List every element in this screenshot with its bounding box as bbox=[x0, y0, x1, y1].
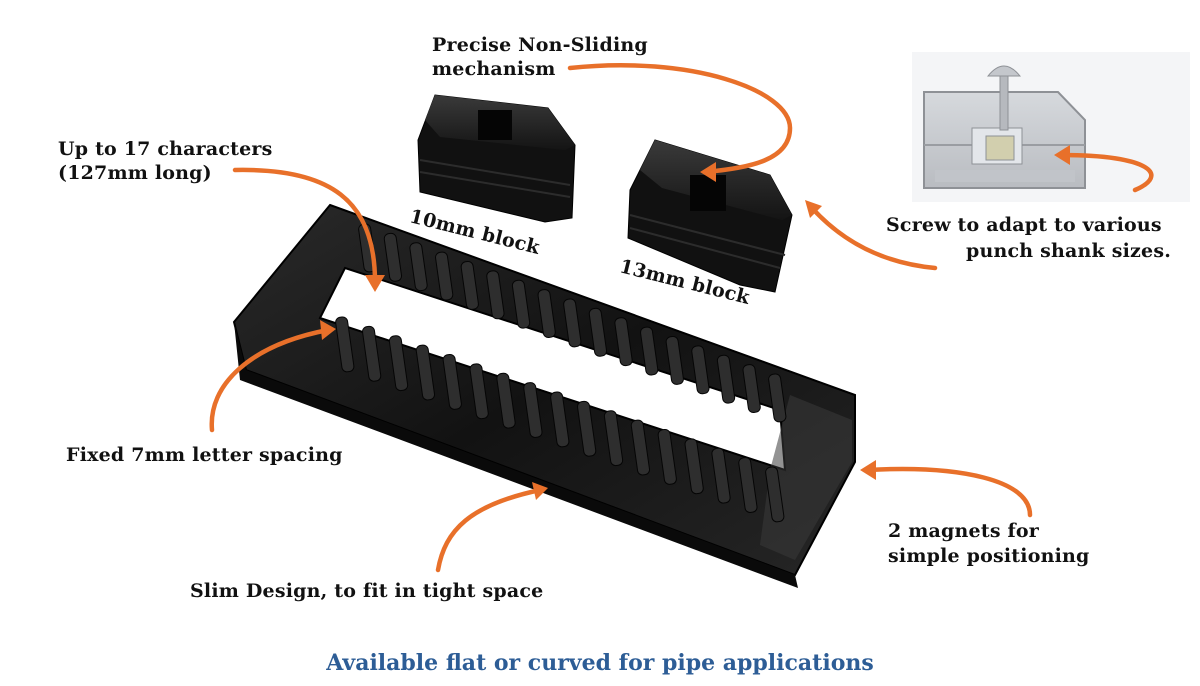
slot-tooth bbox=[435, 251, 454, 301]
block-10mm bbox=[417, 94, 576, 223]
slot-tooth bbox=[388, 335, 409, 392]
slot-tooth bbox=[684, 438, 704, 495]
slot-tooth bbox=[665, 335, 684, 385]
label-screw-line2: punch shank sizes. bbox=[966, 240, 1172, 262]
slot-tooth bbox=[460, 260, 479, 310]
letter-slot-teeth bbox=[335, 223, 787, 523]
label-non-sliding-line2: mechanism bbox=[432, 58, 556, 80]
screw-diagram bbox=[912, 52, 1190, 202]
arrow-spacing bbox=[209, 327, 331, 433]
label-characters-line2: (127mm long) bbox=[58, 162, 212, 184]
slot-tooth bbox=[691, 345, 710, 395]
arrow-magnets bbox=[865, 466, 1033, 518]
slot-tooth bbox=[716, 354, 736, 404]
arrow-non-sliding bbox=[567, 63, 793, 175]
slot-tooth bbox=[415, 344, 436, 401]
label-characters-line1: Up to 17 characters bbox=[58, 138, 273, 160]
arrow-block13 bbox=[809, 205, 938, 271]
screw-slot bbox=[690, 175, 726, 211]
label-magnets-line1: 2 magnets for bbox=[888, 520, 1039, 542]
label-non-sliding-line1: Precise Non-Sliding bbox=[432, 34, 648, 56]
slot-tooth bbox=[362, 325, 382, 382]
arrow-slim bbox=[435, 487, 543, 573]
slot-tooth bbox=[630, 419, 651, 476]
stencil-plate bbox=[232, 203, 856, 588]
slot-tooth bbox=[537, 289, 556, 339]
slot-tooth bbox=[496, 372, 516, 429]
slot-tooth bbox=[588, 307, 608, 357]
slot-tooth bbox=[768, 373, 787, 423]
annotation-arrows bbox=[209, 63, 1154, 573]
arrow-characters bbox=[232, 167, 378, 285]
screw-slot bbox=[478, 110, 512, 140]
label-spacing: Fixed 7mm letter spacing bbox=[66, 444, 343, 466]
slot-tooth bbox=[577, 400, 597, 457]
slot-tooth bbox=[523, 382, 543, 438]
slot-tooth bbox=[711, 447, 731, 504]
footer-caption: Available flat or curved for pipe applic… bbox=[326, 650, 874, 676]
slot-tooth bbox=[614, 317, 633, 367]
arrow-heads bbox=[320, 145, 1070, 500]
slot-tooth bbox=[603, 410, 624, 467]
slot-tooth bbox=[640, 326, 659, 376]
slot-tooth bbox=[383, 232, 403, 282]
label-screw-line1: Screw to adapt to various bbox=[886, 214, 1162, 236]
slot-tooth bbox=[765, 466, 785, 523]
label-slim: Slim Design, to fit in tight space bbox=[190, 580, 544, 602]
slot-tooth bbox=[511, 279, 531, 329]
slot-tooth bbox=[738, 457, 758, 513]
slot-tooth bbox=[657, 428, 677, 485]
slot-tooth bbox=[550, 391, 570, 448]
slot-tooth bbox=[486, 270, 505, 320]
arrow-screw bbox=[1059, 152, 1154, 193]
slot-tooth bbox=[409, 242, 428, 292]
slot-tooth bbox=[442, 353, 462, 410]
slot-tooth bbox=[469, 363, 489, 420]
slot-tooth bbox=[563, 298, 582, 348]
label-magnets-line2: simple positioning bbox=[888, 545, 1090, 567]
slot-tooth bbox=[335, 316, 355, 373]
slot-tooth bbox=[742, 364, 761, 414]
